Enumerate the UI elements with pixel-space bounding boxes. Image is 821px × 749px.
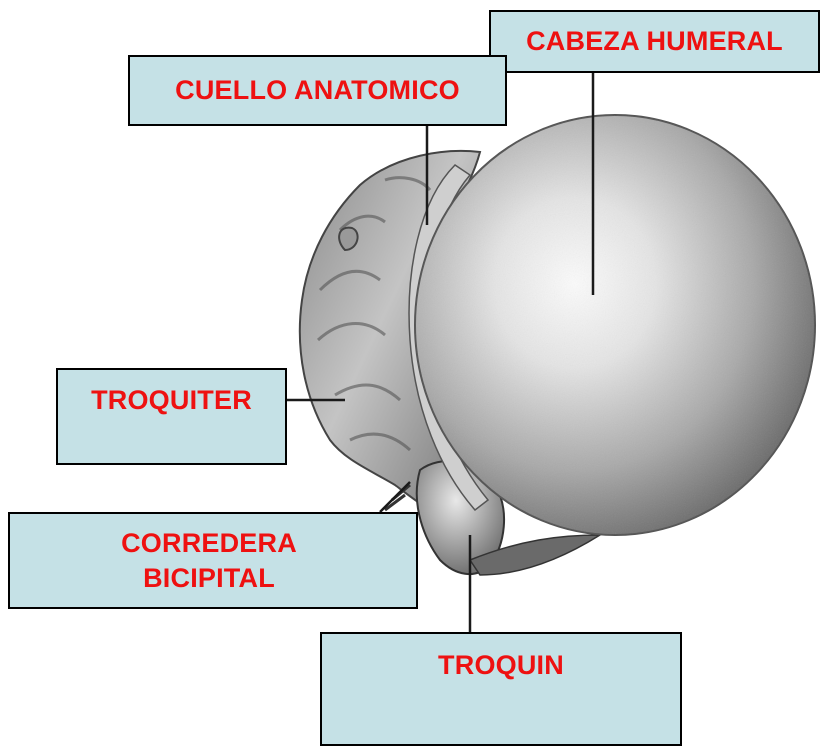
label-cabeza-humeral: CABEZA HUMERAL — [489, 10, 820, 73]
label-corredera-line2: BICIPITAL — [143, 561, 275, 596]
label-cabeza-humeral-text: CABEZA HUMERAL — [526, 24, 783, 59]
leader-line-corredera-bicipital — [380, 482, 410, 512]
label-troquin-text: TROQUIN — [438, 648, 564, 683]
label-troquiter-text: TROQUITER — [91, 383, 252, 418]
label-cuello-anatomico-text: CUELLO ANATOMICO — [175, 73, 460, 108]
label-cuello-anatomico: CUELLO ANATOMICO — [128, 55, 507, 126]
label-corredera-bicipital: CORREDERA BICIPITAL — [8, 512, 418, 609]
bone-illustration — [300, 115, 815, 575]
label-troquiter: TROQUITER — [56, 368, 287, 465]
label-corredera-line1: CORREDERA — [121, 526, 297, 561]
label-troquin: TROQUIN — [320, 632, 682, 746]
